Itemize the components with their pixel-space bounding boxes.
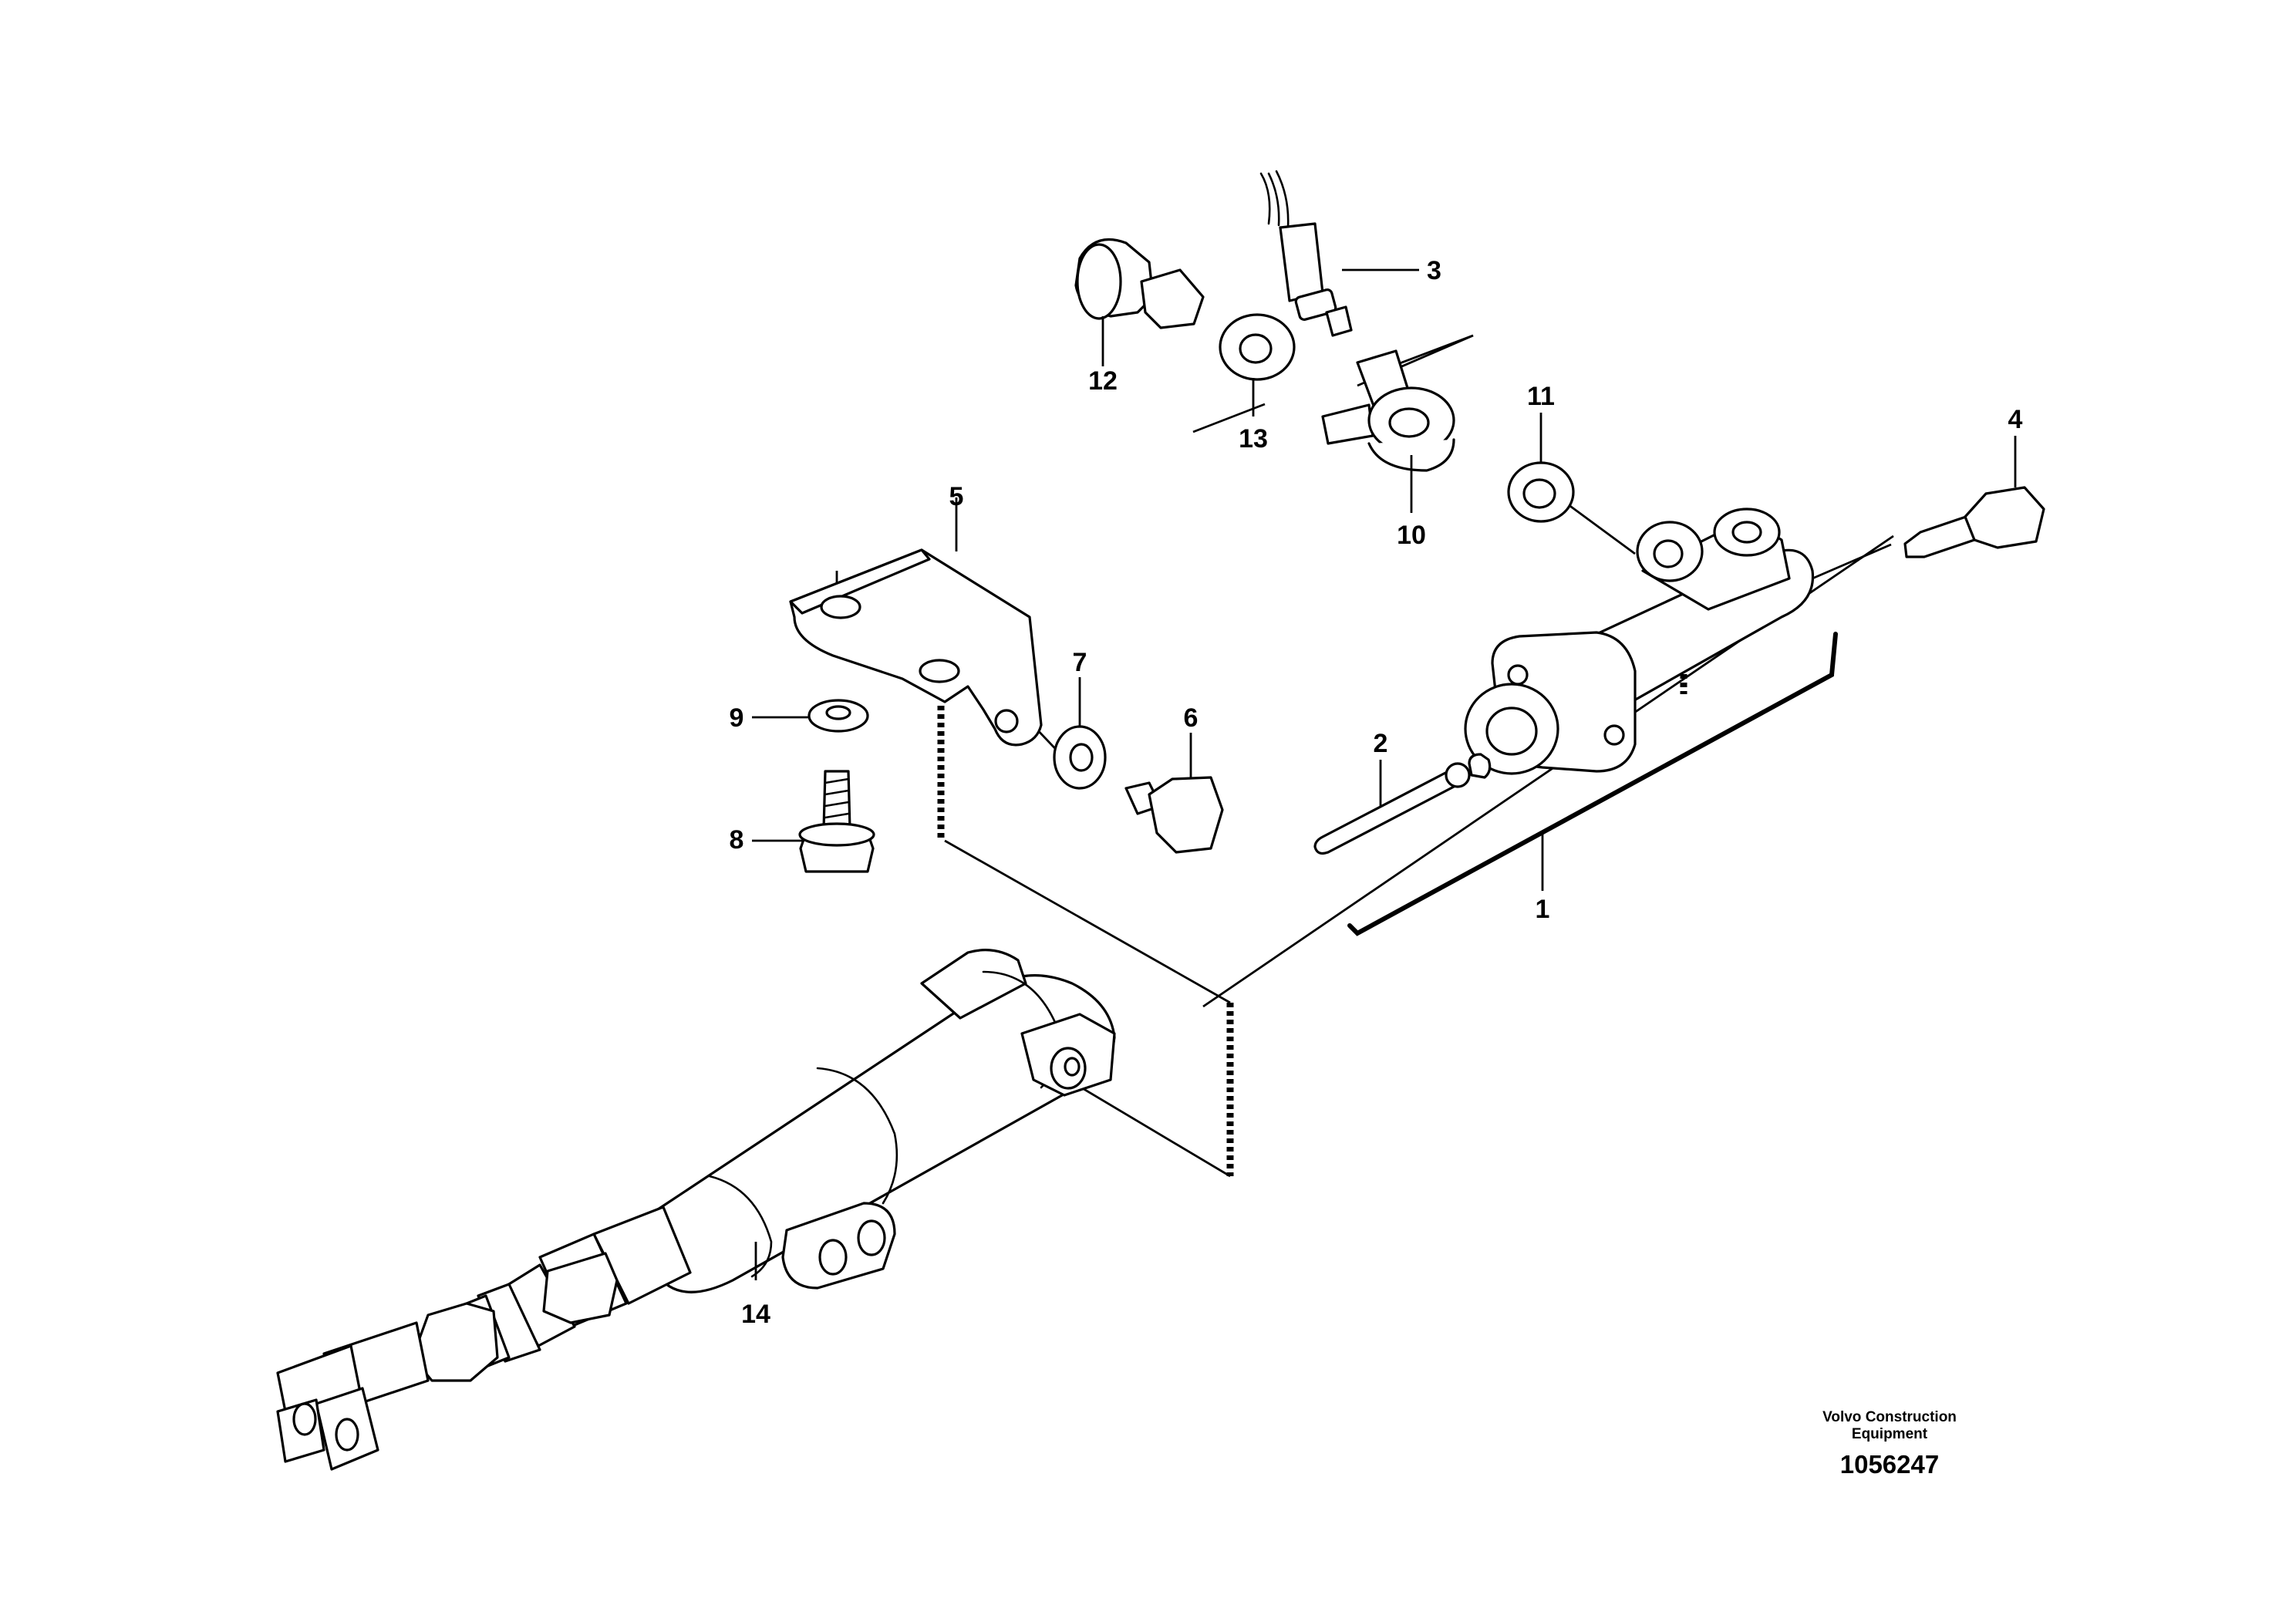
part-6-plug: [1124, 733, 1224, 854]
callout-13: 13: [1239, 424, 1268, 454]
part-12-banjo-bolt: [1074, 238, 1205, 366]
watermark: Volvo Construction Equipment 1056247: [1774, 1409, 2005, 1482]
callout-3: 3: [1427, 256, 1441, 285]
part-4-bolt: [1903, 436, 2045, 558]
watermark-company-line2: Equipment: [1851, 1426, 1928, 1442]
callout-7: 7: [1073, 648, 1087, 677]
callout-6: 6: [1184, 703, 1199, 733]
callout-1: 1: [1536, 895, 1550, 924]
callout-12: 12: [1088, 366, 1118, 396]
callout-4: 4: [2008, 405, 2023, 434]
part-7-washer: [1053, 677, 1107, 790]
callout-8: 8: [730, 825, 744, 855]
bracket-1: [1347, 632, 1838, 936]
part-1-master-cylinder: [1464, 508, 1815, 775]
part-2-push-rod: [1313, 753, 1492, 855]
callout-11: 11: [1527, 382, 1555, 411]
callout-5: 5: [949, 482, 964, 511]
part-11-washer: [1507, 413, 1575, 523]
watermark-company-line1: Volvo Construction: [1822, 1409, 1957, 1425]
part-14-slave-cylinder: [276, 949, 1116, 1471]
part-13-washer: [1219, 313, 1296, 416]
part-9-washer: [752, 699, 869, 733]
callout-14: 14: [741, 1300, 770, 1329]
callout-labels: 1 2 3 4 5 6 7 8 9 10 11 12 13 14: [730, 256, 2023, 1329]
part-10-banjo-fitting: [1321, 349, 1455, 513]
part-8-flange-bolt: [752, 770, 875, 873]
callout-2: 2: [1374, 729, 1388, 758]
part-5-mounting-bracket: [789, 497, 1043, 747]
drawing-number: 1056247: [1839, 1450, 1940, 1479]
callout-10: 10: [1397, 521, 1426, 550]
callout-9: 9: [730, 703, 744, 733]
part-3-sensor: [1259, 170, 1419, 337]
